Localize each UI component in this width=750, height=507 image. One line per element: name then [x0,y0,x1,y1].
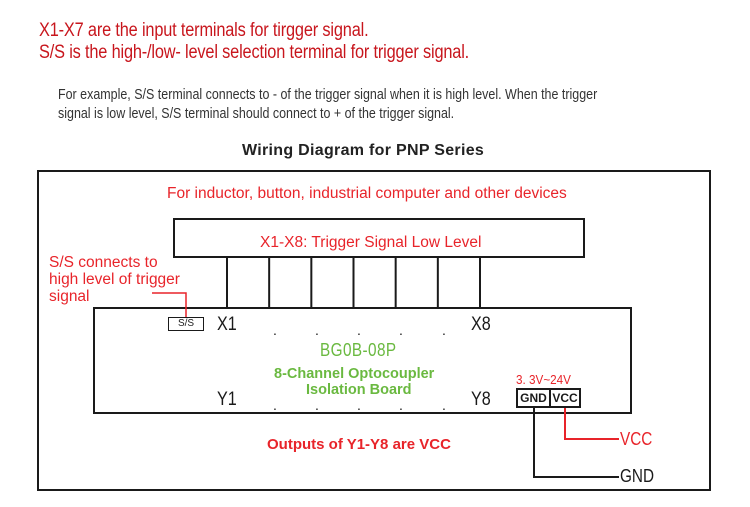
gnd-terminal: GND [518,390,551,406]
diagram-title: Wiring Diagram for PNP Series [242,142,485,159]
x-dot: . [273,322,277,338]
y8-label: Y8 [471,389,491,410]
gnd-wire-label: GND [620,466,654,486]
y-dot: . [442,397,446,413]
gnd-wire [533,407,619,478]
board-model: BG0B-08P [320,340,397,360]
device-label: For inductor, button, industrial compute… [167,185,567,202]
ss-note-line: high level of trigger [49,271,180,288]
heading-line-2: S/S is the high-/low- level selection te… [39,42,470,63]
signal-box-label: X1-X8: Trigger Signal Low Level [260,234,482,251]
ss-wire [152,292,187,318]
x-dot: . [399,322,403,338]
vcc-wire-label: VCC [620,429,653,449]
outputs-label: Outputs of Y1-Y8 are VCC [267,436,451,453]
y-dot: . [357,397,361,413]
note-line-2: signal is low level, S/S terminal should… [58,106,455,122]
power-terminal-block: GND VCC [516,388,581,408]
signal-box [173,218,585,258]
x1-label: X1 [217,314,237,335]
x8-label: X8 [471,314,491,335]
heading-line-1: X1-X7 are the input terminals for tirgge… [39,20,369,41]
x-dot: . [357,322,361,338]
ss-terminal: S/S [168,317,204,331]
voltage-range: 3. 3V~24V [516,372,571,387]
vcc-wire [564,407,619,440]
board-box [93,307,632,414]
board-desc-line-1: 8-Channel Optocoupler [274,366,435,382]
y-dot: . [273,397,277,413]
note-line-1: For example, S/S terminal connects to - … [58,87,598,103]
board-desc-line-2: Isolation Board [306,382,412,398]
x-dot: . [442,322,446,338]
vcc-terminal: VCC [552,391,578,405]
ss-note-line: signal [49,288,90,305]
y-dot: . [315,397,319,413]
ss-note: S/S connects to high level of trigger si… [49,254,180,305]
outer-frame [37,170,711,491]
ss-note-line: S/S connects to [49,254,158,271]
y-dot: . [399,397,403,413]
x-dot: . [315,322,319,338]
y1-label: Y1 [217,389,237,410]
